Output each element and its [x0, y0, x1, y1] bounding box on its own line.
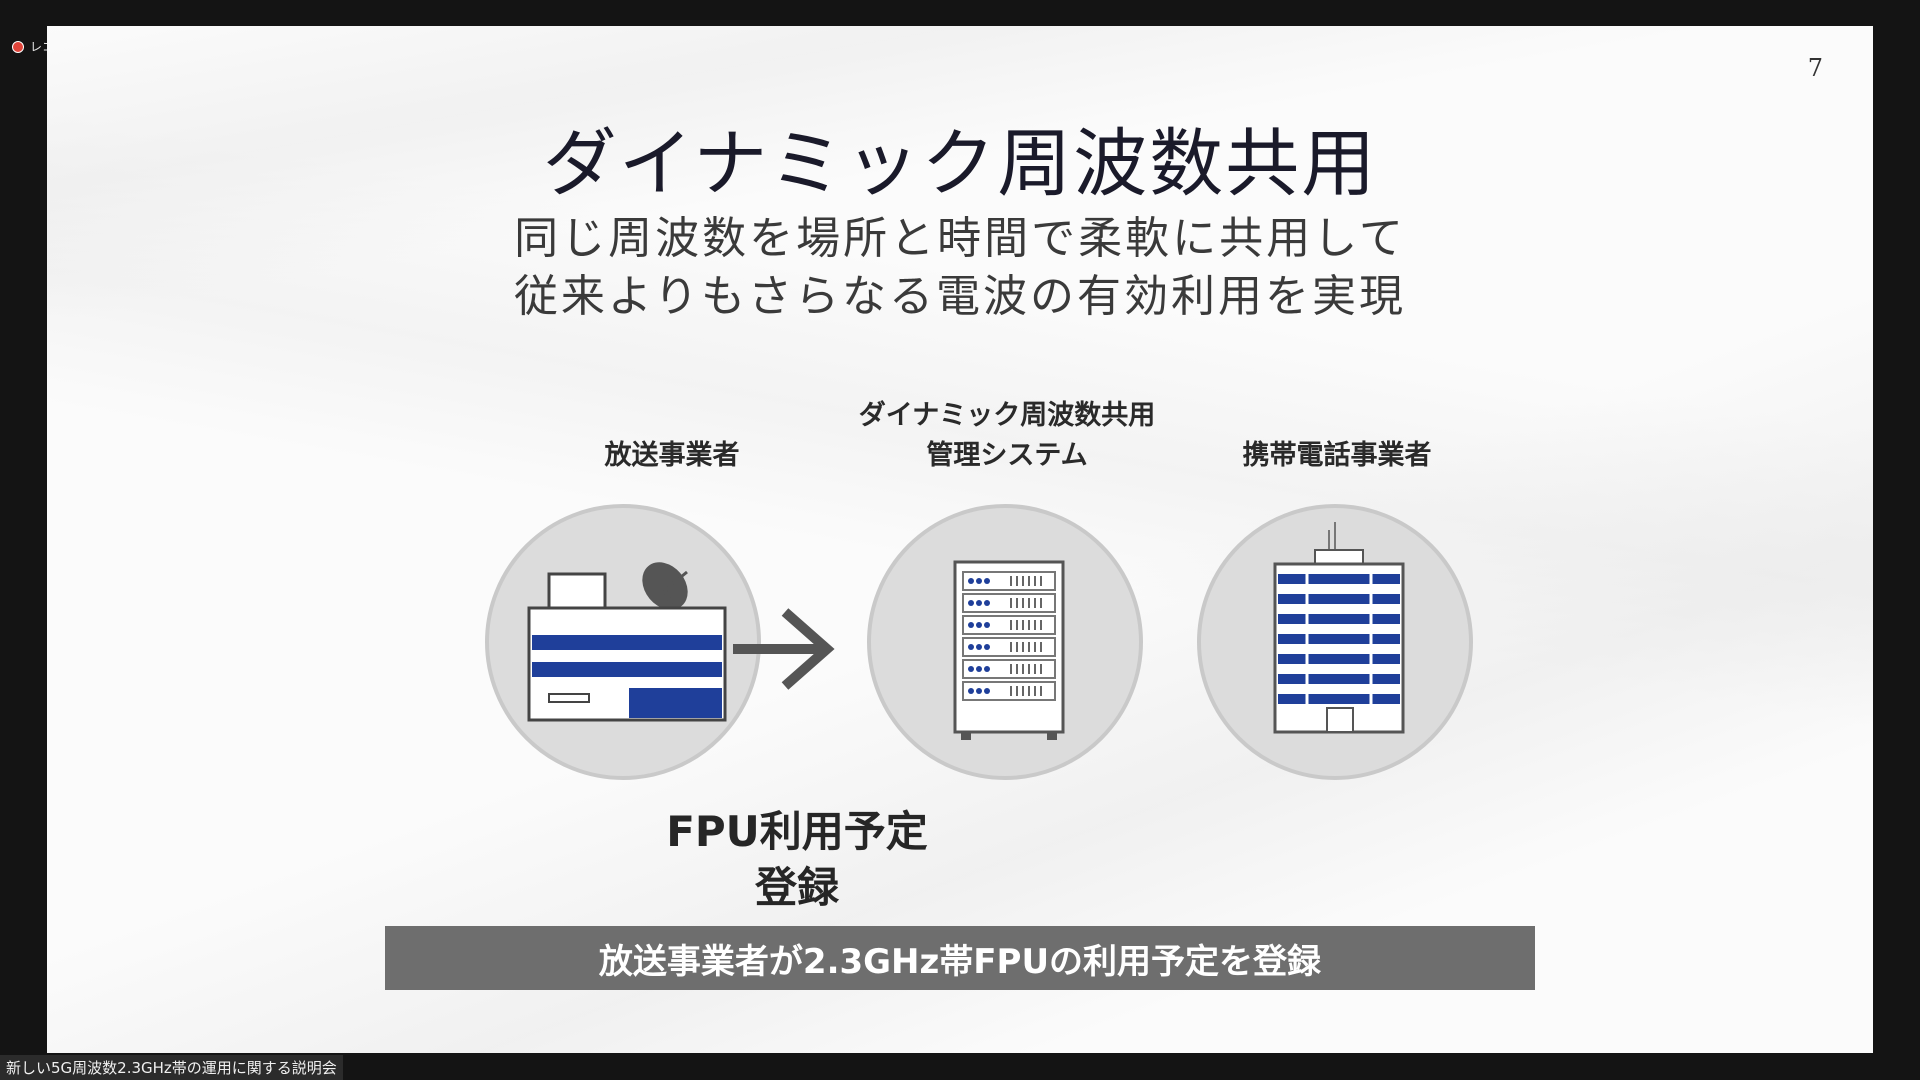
server-rack-icon — [953, 560, 1065, 740]
meeting-title-label: 新しい5G周波数2.3GHz帯の運用に関する説明会 — [0, 1055, 343, 1080]
record-dot-icon — [12, 40, 24, 53]
presentation-slide: 7 ダイナミック周波数共用 同じ周波数を場所と時間で柔軟に共用して 従来よりもさ… — [47, 26, 1873, 1053]
system-label: ダイナミック周波数共用 管理システム — [797, 396, 1217, 476]
broadcaster-label: 放送事業者 — [604, 440, 740, 471]
system-circle — [867, 504, 1143, 780]
slide-caption-bar: 放送事業者が2.3GHz帯FPUの利用予定を登録 — [385, 926, 1535, 990]
broadcast-building-icon — [527, 562, 727, 722]
slide-page-number: 7 — [1807, 54, 1823, 82]
office-tower-icon — [1273, 522, 1405, 734]
fpu-caption-line-1: FPU利用予定 — [666, 807, 928, 856]
carrier-label: 携帯電話事業者 — [1242, 440, 1432, 471]
carrier-circle — [1197, 504, 1473, 780]
slide-subtitle: 同じ周波数を場所と時間で柔軟に共用して 従来よりもさらなる電波の有効利用を実現 — [47, 210, 1873, 326]
subtitle-line-2: 従来よりもさらなる電波の有効利用を実現 — [513, 271, 1407, 322]
subtitle-line-1: 同じ周波数を場所と時間で柔軟に共用して — [514, 213, 1406, 264]
fpu-caption-line-2: 登録 — [754, 863, 839, 912]
slide-title: ダイナミック周波数共用 — [542, 121, 1378, 207]
caption-bar-text: 放送事業者が2.3GHz帯FPUの利用予定を登録 — [598, 941, 1322, 982]
broadcaster-circle — [485, 504, 761, 780]
arrow-right-icon — [733, 608, 835, 690]
system-label-line-2: 管理システム — [926, 440, 1088, 471]
fpu-registration-caption: FPU利用予定 登録 — [587, 804, 1007, 916]
system-label-line-1: ダイナミック周波数共用 — [858, 400, 1156, 431]
